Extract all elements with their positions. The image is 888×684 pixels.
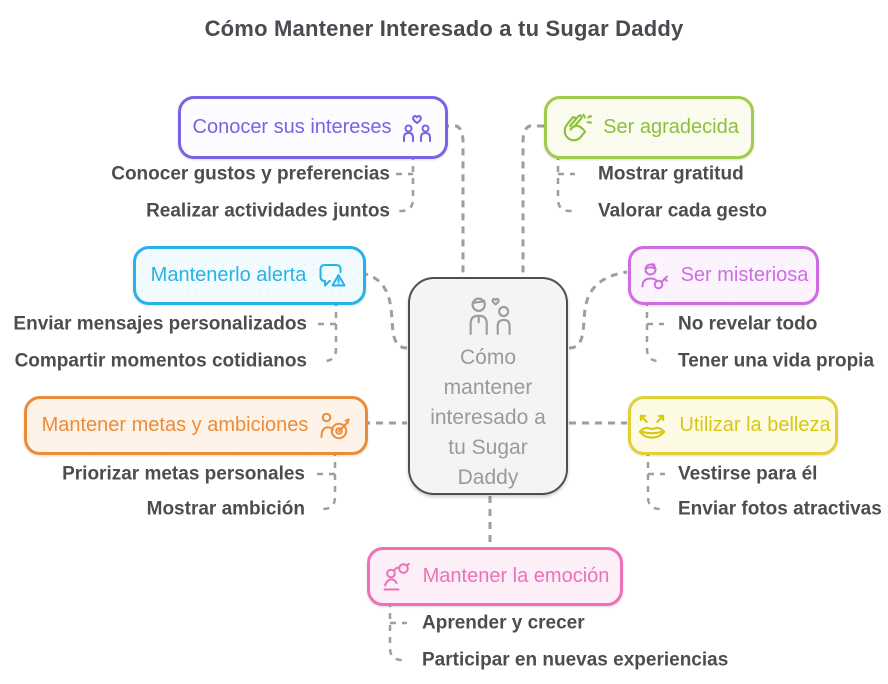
branch-label: Utilizar la belleza [679,414,831,436]
branch-label: Mantener metas y ambiciones [41,414,309,436]
couple-heart-icon [403,114,432,142]
branch-label: Mantenerlo alerta [150,264,307,286]
mystery-person-key-icon [641,262,668,289]
branch-node-metas-ambiciones: Mantener metas y ambiciones [24,396,368,455]
branch-node-conocer-intereses: Conocer sus intereses [178,96,448,159]
subitem: Vestirse para él [678,463,818,485]
subitem: Compartir momentos cotidianos [14,350,307,372]
subitem: Participar en nuevas experiencias [422,649,729,671]
branch-node-ser-misteriosa: Ser misteriosa [628,246,819,305]
subitem: Aprender y crecer [422,612,585,634]
subitem: Valorar cada gesto [598,200,767,222]
branch-node-mantener-emocion: Mantener la emoción [367,547,623,606]
subitem: Enviar fotos atractivas [678,498,882,520]
person-target-icon [320,412,350,439]
page-title: Cómo Mantener Interesado a tu Sugar Dadd… [204,16,684,41]
branch-node-ser-agradecida: Ser agradecida [544,96,754,159]
subitem: Enviar mensajes personalizados [13,313,307,335]
subitem: Mostrar gratitud [598,163,744,185]
center-label: Cómo mantener interesado a tu Sugar Dadd… [430,346,546,489]
excited-person-icon [383,562,410,590]
chat-alert-icon [319,263,346,286]
subitem: Conocer gustos y preferencias [111,163,390,185]
subitem: Realizar actividades juntos [146,200,390,222]
subitem: Tener una vida propia [678,350,875,372]
branch-node-mantenerlo-alerta: Mantenerlo alerta [133,246,366,305]
subitem: No revelar todo [678,313,818,335]
lips-arrows-icon [639,414,666,439]
subitem: Priorizar metas personales [62,463,305,485]
branch-label: Conocer sus intereses [192,116,392,138]
clapping-hands-icon [563,113,593,141]
branch-node-utilizar-belleza: Utilizar la belleza [628,396,838,455]
center-node: Cómo mantener interesado a tu Sugar Dadd… [408,277,568,495]
sugar-daddy-couple-icon [469,297,511,336]
branch-label: Ser misteriosa [680,264,809,286]
branch-label: Mantener la emoción [422,565,610,587]
subitem: Mostrar ambición [146,498,305,520]
branch-label: Ser agradecida [603,116,739,138]
